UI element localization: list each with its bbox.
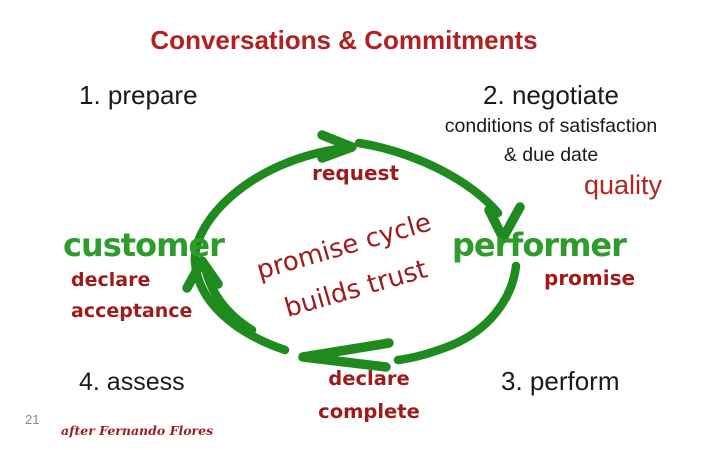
- conditions-line-1: conditions of satisfaction: [444, 115, 658, 137]
- attribution: after Fernando Flores: [61, 423, 214, 438]
- step-3-perform: 3. perform: [501, 366, 620, 396]
- cycle-arc-right-bottom: [393, 261, 521, 365]
- arrowhead-left-icon: [298, 338, 394, 372]
- declare-acceptance-label: declare acceptance: [71, 265, 192, 327]
- customer-label: customer: [63, 226, 225, 264]
- performer-label: performer: [452, 226, 627, 264]
- quality-label: quality: [584, 170, 663, 200]
- request-label: request: [312, 161, 400, 185]
- arrowhead-down-icon: [484, 202, 525, 243]
- cycle-arc-top-right: [354, 138, 503, 218]
- slide-title: Conversations & Commitments: [150, 25, 538, 55]
- cycle-arc-left-top: [190, 143, 350, 355]
- declare-acceptance-line-1: declare: [71, 269, 151, 291]
- arrowhead-right-icon: [317, 130, 357, 163]
- declare-complete-line-1: declare: [328, 367, 410, 390]
- declare-acceptance-line-2: acceptance: [71, 300, 193, 322]
- step-2-negotiate: 2. negotiate: [483, 80, 619, 110]
- conditions-line-2: & due date: [503, 144, 599, 166]
- step-4-assess: 4. assess: [79, 368, 185, 396]
- step-1-prepare: 1. prepare: [79, 80, 198, 110]
- negotiate-block: 2. negotiate conditions of satisfaction …: [420, 80, 682, 169]
- promise-label: promise: [544, 266, 636, 290]
- declare-complete-line-2: complete: [318, 400, 420, 423]
- arrowhead-up-icon: [182, 256, 223, 293]
- declare-complete-label: declare complete: [299, 362, 439, 428]
- slide-number: 21: [25, 412, 40, 427]
